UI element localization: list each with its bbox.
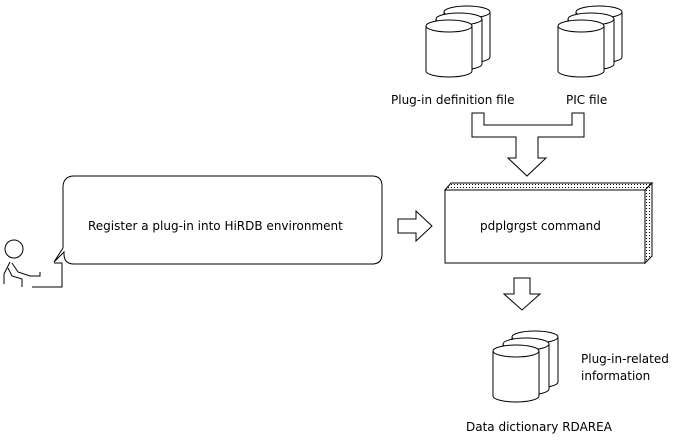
user-speech-bubble <box>53 175 383 265</box>
down-arrow <box>502 277 542 311</box>
user-at-terminal-icon <box>3 239 63 288</box>
right-arrow <box>397 209 433 243</box>
pic-file-database-icon <box>557 5 623 78</box>
data-dictionary-rdarea-label: Data dictionary RDAREA <box>466 420 613 434</box>
pdplgrgst-command-text: pdplgrgst command <box>480 219 601 233</box>
command-box <box>443 181 654 265</box>
plugin-definition-file-label: Plug-in definition file <box>391 93 514 107</box>
data-dictionary-rdarea-database-icon <box>492 330 559 403</box>
plugin-related-info-line2: information <box>581 369 650 383</box>
plugin-related-info-line1: Plug-in-related <box>581 352 669 366</box>
plugin-definition-file-database-icon <box>425 5 491 78</box>
pic-file-label: PIC file <box>566 93 607 107</box>
register-plugin-text: Register a plug-in into HiRDB environmen… <box>88 219 343 233</box>
merge-arrow <box>471 112 585 177</box>
